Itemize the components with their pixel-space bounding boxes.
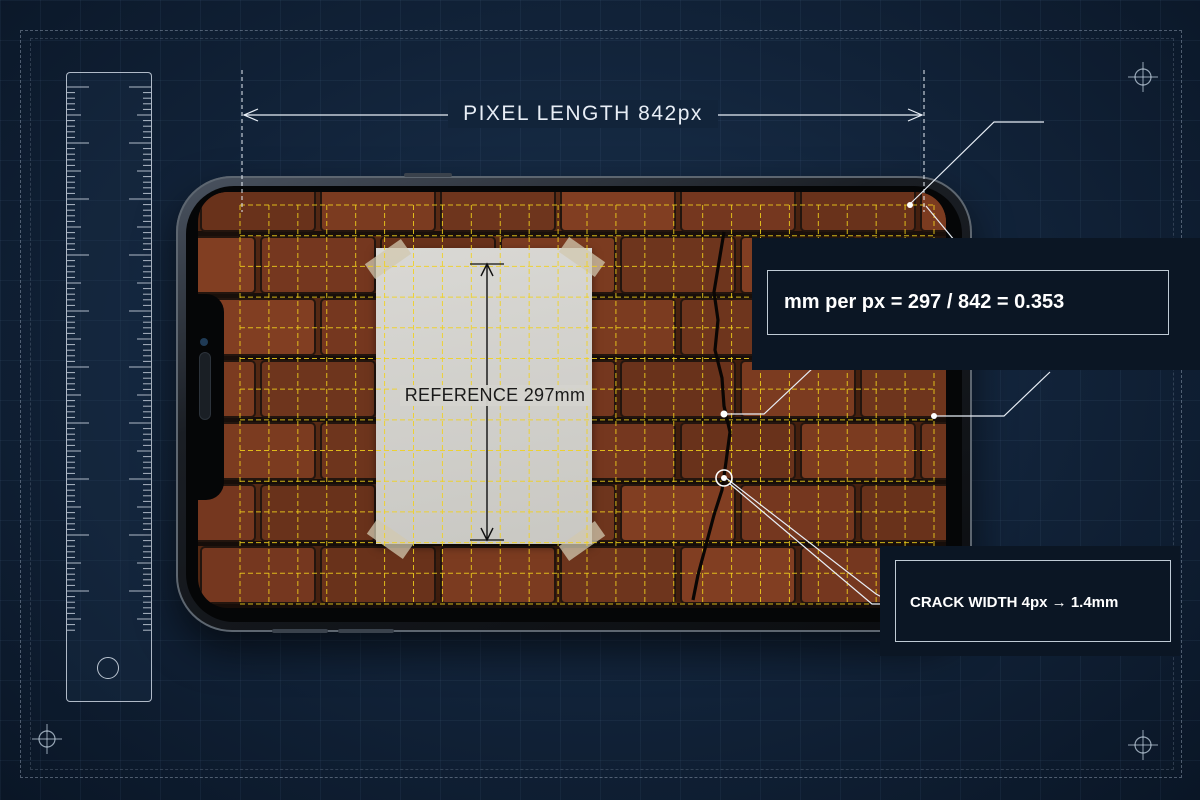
brick (320, 546, 436, 604)
brick (440, 546, 556, 604)
ruler-hole-icon (97, 657, 119, 679)
leader-right-edge (934, 371, 1051, 417)
brick (620, 484, 736, 542)
brick (200, 546, 316, 604)
brick (560, 546, 676, 604)
marker-dot-crack-edge (720, 410, 728, 418)
ruler (66, 72, 152, 702)
outer-frame (20, 30, 1182, 778)
marker-dot-right-edge (931, 413, 937, 419)
crack-width-box: CRACK WIDTH 4px → 1.4mm (895, 560, 1171, 642)
front-camera-icon (200, 338, 208, 346)
brick (440, 192, 556, 232)
crack-target-dot-icon (721, 475, 727, 481)
speaker-icon (199, 352, 211, 420)
pixel-length-label: PIXEL LENGTH 842px (448, 100, 718, 128)
crack-target-ring-icon (715, 469, 733, 487)
marker-dot-top-right (907, 202, 913, 208)
brick (680, 546, 796, 604)
brick (620, 236, 736, 294)
brick (560, 192, 676, 232)
brick (680, 192, 796, 232)
scale-formula-text: mm per px = 297 / 842 = 0.353 (784, 291, 1065, 313)
wall-crack (691, 231, 732, 601)
phone-bottom-button-1 (272, 629, 328, 633)
dimension-arrow-left-icon (242, 108, 259, 122)
inner-frame (30, 38, 1174, 770)
leader-formula-top (909, 121, 1044, 205)
brick (198, 236, 256, 294)
dimension-arrow-right-icon (907, 108, 924, 122)
leader-crack-width-2 (729, 483, 895, 605)
brick (198, 484, 256, 542)
leader-crack-width-1 (725, 477, 896, 605)
brick (860, 484, 946, 542)
crack-width-text: CRACK WIDTH 4px → 1.4mm (910, 594, 1119, 611)
brick (200, 192, 316, 232)
brick (920, 192, 946, 232)
scale-formula-box: mm per px = 297 / 842 = 0.353 (767, 270, 1169, 335)
crosshair-bottom-left-icon (32, 724, 62, 754)
ruler-ticks (67, 86, 151, 631)
brick (800, 192, 916, 232)
phone-bottom-button-2 (338, 629, 394, 633)
brick (320, 192, 436, 232)
crosshair-bottom-right-icon (1128, 730, 1158, 760)
reference-length-label: REFERENCE 297mm (400, 385, 590, 406)
phone-top-button (404, 173, 452, 177)
brick (260, 484, 376, 542)
crosshair-top-right-icon (1128, 62, 1158, 92)
